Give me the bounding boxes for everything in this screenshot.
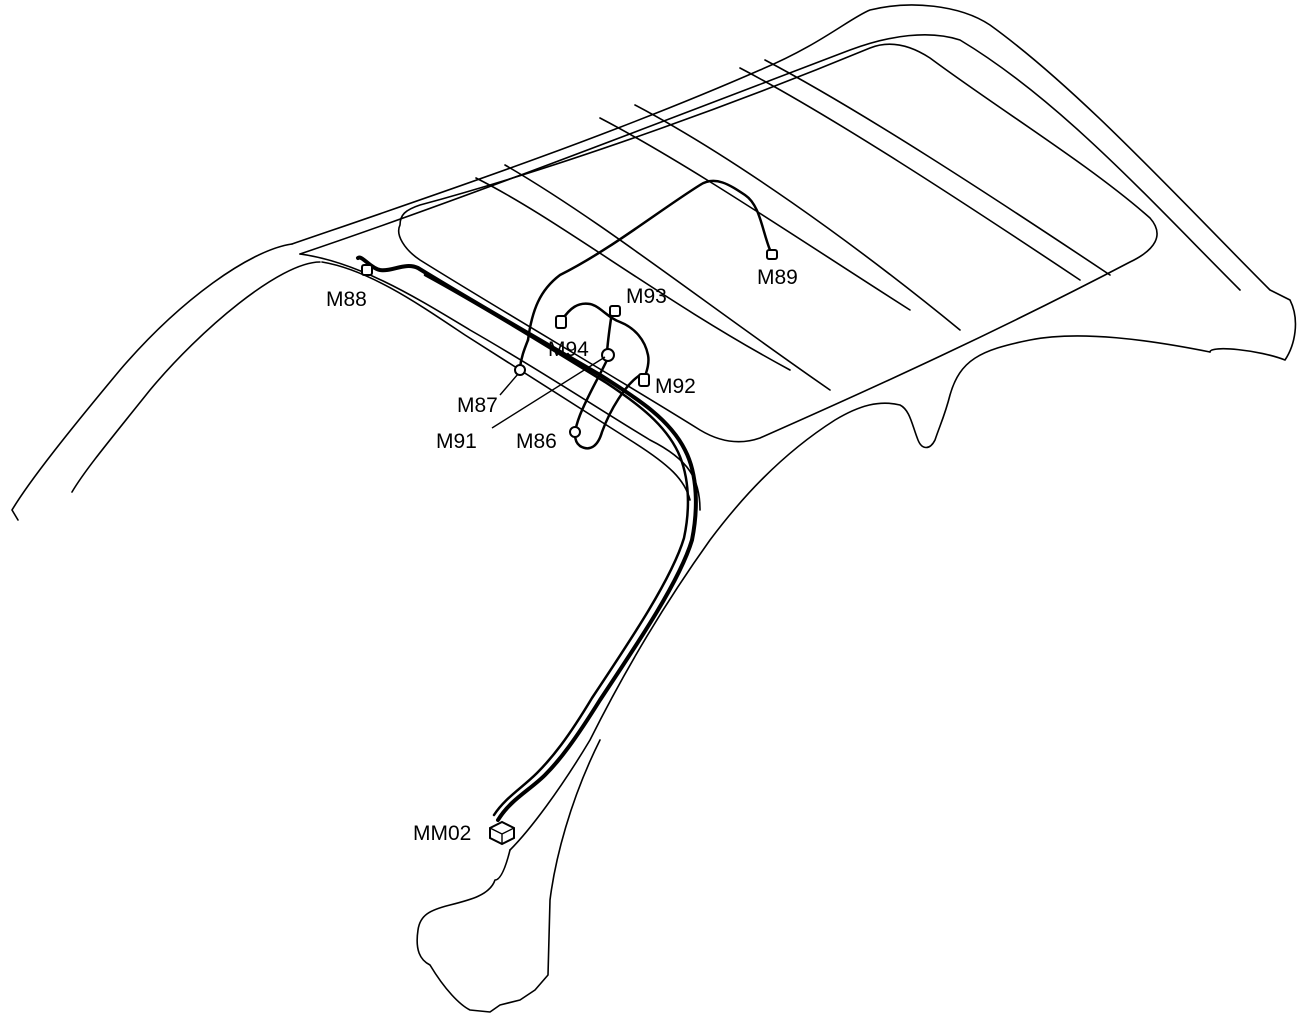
roof-inner-edge [299, 34, 1241, 291]
connectors [361, 249, 778, 846]
harness-main-trunk-shadow [423, 273, 690, 817]
connector-m89 [766, 249, 778, 260]
roof-rib-6 [504, 164, 831, 391]
connector-m93-a [555, 315, 567, 329]
connector-labels: M88 M89 M93 M94 M92 M87 M91 M86 MM02 [326, 266, 798, 845]
label-m92: M92 [655, 375, 696, 398]
harness-branch-m94 [605, 310, 614, 354]
label-m87: M87 [457, 394, 498, 417]
harness-branch-m86 [573, 358, 642, 450]
roof-rib-3 [634, 104, 961, 331]
connector-m86 [569, 426, 581, 438]
connector-mm02-edge [489, 827, 515, 844]
connector-m94 [601, 348, 615, 362]
sunroof-panel [398, 43, 1158, 443]
leader-m87 [499, 373, 519, 396]
wiring-harness [356, 179, 772, 822]
harness-main-trunk [356, 255, 698, 822]
label-m93: M93 [626, 285, 667, 308]
label-m94: M94 [548, 338, 589, 361]
label-m89: M89 [757, 266, 798, 289]
windshield-frame-outer [11, 243, 293, 521]
label-mm02: MM02 [413, 822, 471, 845]
connector-mm02 [489, 820, 515, 846]
label-m88: M88 [326, 288, 367, 311]
roof-outer-edge [291, 4, 1297, 361]
windshield-frame-inner [71, 261, 321, 493]
harness-branch-m93 [560, 302, 650, 382]
leader-lines [491, 356, 606, 429]
roof-rib-1 [475, 177, 791, 371]
pillar-lower [416, 739, 601, 1013]
connector-m87 [514, 364, 526, 376]
connector-m92 [638, 373, 650, 387]
rear-quarter-line [509, 335, 1211, 851]
roof-rail-line-b [321, 261, 691, 501]
roof-rib-2 [599, 117, 911, 311]
harness-branch-m89 [526, 179, 772, 342]
roof-rib-4 [739, 67, 1081, 281]
leader-m91 [491, 356, 606, 429]
vehicle-body-outline [11, 4, 1297, 1013]
connector-m93-b [609, 305, 621, 317]
roof-rib-5 [764, 59, 1111, 276]
connector-m88 [361, 264, 373, 276]
label-m91: M91 [436, 430, 477, 453]
label-m86: M86 [516, 430, 557, 453]
